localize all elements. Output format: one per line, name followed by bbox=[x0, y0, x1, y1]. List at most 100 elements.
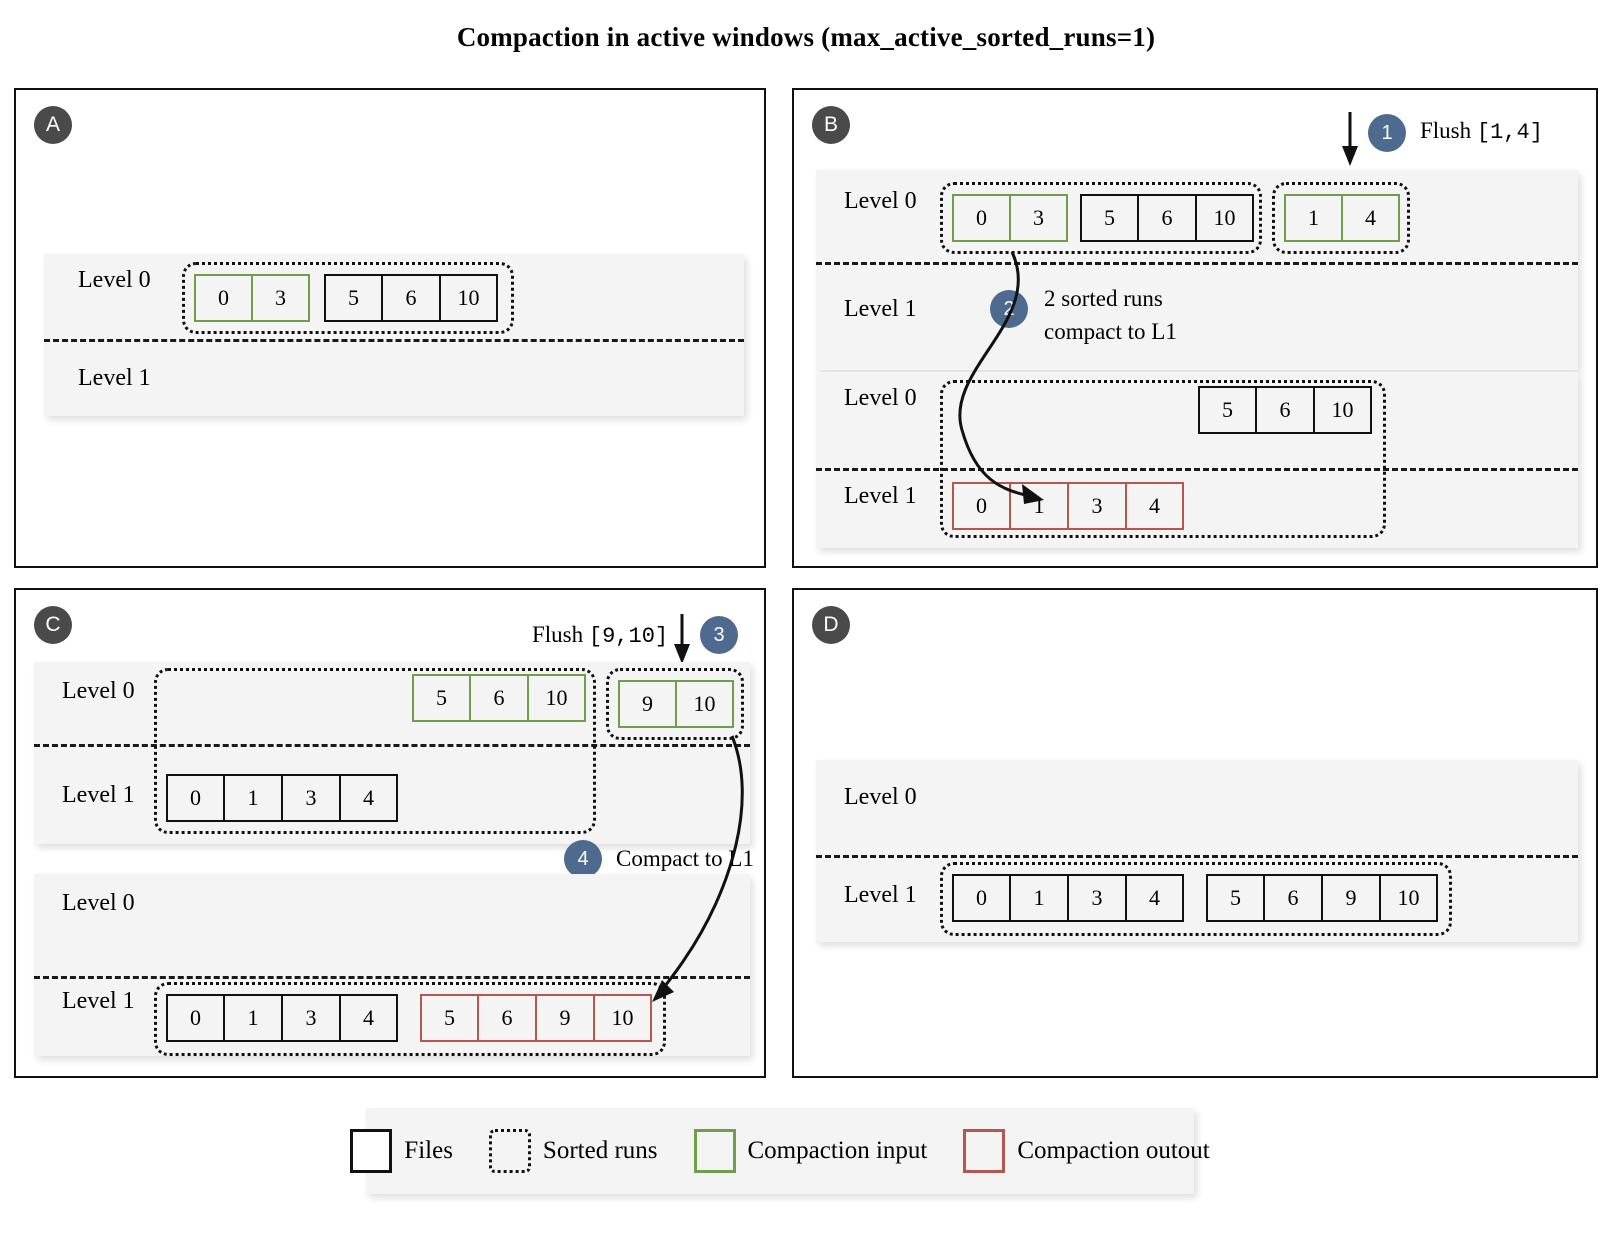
level1-label-a: Level 1 bbox=[78, 365, 151, 391]
file-cell: 1 bbox=[224, 774, 282, 822]
compact-note-2: 2 sorted runs compact to L1 bbox=[1044, 282, 1177, 349]
file-cell: 5 bbox=[324, 274, 382, 322]
file-run-c-bottom-a: 0 1 3 4 bbox=[166, 994, 398, 1042]
panel-c: C Flush [9,10] 3 Level 0 Level 1 5 6 10 … bbox=[14, 588, 766, 1078]
compaction-output-swatch-icon bbox=[963, 1129, 1006, 1173]
flush-range: [9,10] bbox=[588, 624, 669, 649]
file-cell: 9 bbox=[536, 994, 594, 1042]
panel-label-c: C bbox=[34, 606, 72, 644]
panel-b: B 1 Flush [1,4] Level 0 Level 1 0 3 5 6 … bbox=[792, 88, 1598, 568]
file-cell: 10 bbox=[1196, 194, 1254, 242]
file-run-a-black: 5 6 10 bbox=[324, 274, 498, 322]
level0-label-b-bottom: Level 0 bbox=[844, 385, 917, 411]
step-badge-3: 3 bbox=[700, 616, 738, 654]
level-divider-d bbox=[816, 855, 1578, 858]
file-cell: 10 bbox=[1380, 874, 1438, 922]
file-run-b-top-green: 0 3 bbox=[952, 194, 1068, 242]
compaction-input-swatch-icon bbox=[693, 1129, 736, 1173]
panel-label-b: B bbox=[812, 106, 850, 144]
flush-label-1: Flush [1,4] bbox=[1420, 114, 1543, 149]
level1-label-c-bottom: Level 1 bbox=[62, 988, 135, 1014]
file-cell: 0 bbox=[166, 774, 224, 822]
file-cell: 5 bbox=[420, 994, 478, 1042]
file-cell: 0 bbox=[952, 874, 1010, 922]
file-run-b-flushed: 1 4 bbox=[1284, 194, 1400, 242]
file-cell: 10 bbox=[440, 274, 498, 322]
flush-range: [1,4] bbox=[1476, 120, 1543, 145]
level-divider-b-bottom bbox=[816, 468, 1578, 471]
file-cell: 4 bbox=[1126, 482, 1184, 530]
sorted-run-box-c-top bbox=[154, 668, 596, 834]
file-cell: 6 bbox=[382, 274, 440, 322]
file-cell: 6 bbox=[470, 674, 528, 722]
level0-label-d: Level 0 bbox=[844, 784, 917, 810]
file-run-b-top-black: 5 6 10 bbox=[1080, 194, 1254, 242]
file-run-d-a: 0 1 3 4 bbox=[952, 874, 1184, 922]
sorted-run-box-d bbox=[940, 862, 1452, 936]
level0-label-c-top: Level 0 bbox=[62, 678, 135, 704]
level-band-c-bottom bbox=[34, 874, 750, 1056]
file-cell: 10 bbox=[528, 674, 586, 722]
file-cell: 9 bbox=[618, 680, 676, 728]
sorted-run-box-b-top-1 bbox=[940, 182, 1262, 254]
file-cell: 3 bbox=[1068, 874, 1126, 922]
file-cell: 3 bbox=[282, 994, 340, 1042]
file-run-c-top-l0: 5 6 10 bbox=[412, 674, 586, 722]
file-run-c-bottom-b: 5 6 9 10 bbox=[420, 994, 652, 1042]
legend: Files Sorted runs Compaction input Compa… bbox=[350, 1108, 1210, 1194]
file-cell: 6 bbox=[478, 994, 536, 1042]
compact-note-line1: 2 sorted runs bbox=[1044, 286, 1163, 311]
legend-item-compaction-output: Compaction outout bbox=[963, 1129, 1210, 1173]
file-cell: 0 bbox=[952, 194, 1010, 242]
file-cell: 10 bbox=[676, 680, 734, 728]
level1-label-b-bottom: Level 1 bbox=[844, 483, 917, 509]
legend-item-sorted-runs: Sorted runs bbox=[488, 1129, 658, 1173]
sorted-run-box-b-top-2 bbox=[1272, 182, 1410, 254]
file-cell: 5 bbox=[1206, 874, 1264, 922]
file-cell: 6 bbox=[1138, 194, 1196, 242]
file-cell: 4 bbox=[340, 774, 398, 822]
panel-d: D Level 0 Level 1 0 1 3 4 5 6 9 10 bbox=[792, 588, 1598, 1078]
step-badge-2: 2 bbox=[990, 290, 1028, 328]
file-cell: 1 bbox=[1010, 874, 1068, 922]
file-cell: 5 bbox=[412, 674, 470, 722]
file-cell: 6 bbox=[1264, 874, 1322, 922]
level0-label-a: Level 0 bbox=[78, 267, 151, 293]
level-divider-c-bottom bbox=[34, 976, 750, 979]
file-cell: 3 bbox=[282, 774, 340, 822]
panel-label-d: D bbox=[812, 606, 850, 644]
level-divider-a bbox=[44, 339, 744, 342]
files-swatch-icon bbox=[350, 1129, 393, 1173]
file-cell: 1 bbox=[224, 994, 282, 1042]
file-cell: 3 bbox=[252, 274, 310, 322]
level1-label-c-top: Level 1 bbox=[62, 782, 135, 808]
flush-label-3: Flush [9,10] bbox=[532, 618, 668, 653]
file-cell: 5 bbox=[1198, 386, 1256, 434]
file-cell: 5 bbox=[1080, 194, 1138, 242]
flush-text: Flush bbox=[1420, 118, 1472, 143]
level1-label-d: Level 1 bbox=[844, 882, 917, 908]
legend-label: Files bbox=[404, 1137, 453, 1164]
legend-item-compaction-input: Compaction input bbox=[693, 1129, 928, 1173]
file-cell: 4 bbox=[1126, 874, 1184, 922]
file-cell: 6 bbox=[1256, 386, 1314, 434]
level0-label-c-bottom: Level 0 bbox=[62, 890, 135, 916]
sorted-run-box-b-bottom bbox=[940, 380, 1386, 538]
file-cell: 0 bbox=[952, 482, 1010, 530]
legend-item-files: Files bbox=[350, 1129, 453, 1173]
compact-note-line2: compact to L1 bbox=[1044, 319, 1177, 345]
level-divider-b-top bbox=[816, 262, 1578, 265]
file-cell: 4 bbox=[340, 994, 398, 1042]
file-run-c-flushed: 9 10 bbox=[618, 680, 734, 728]
sorted-runs-swatch-icon bbox=[488, 1129, 531, 1173]
file-cell: 3 bbox=[1068, 482, 1126, 530]
file-run-b-bottom-l1: 0 1 3 4 bbox=[952, 482, 1184, 530]
file-cell: 10 bbox=[1314, 386, 1372, 434]
file-run-b-bottom-l0: 5 6 10 bbox=[1198, 386, 1372, 434]
legend-label: Compaction input bbox=[747, 1137, 928, 1164]
step-badge-1: 1 bbox=[1368, 114, 1406, 152]
compact-note-4: Compact to L1 bbox=[616, 846, 754, 871]
step-badge-4: 4 bbox=[564, 840, 602, 878]
level-divider-c-top bbox=[34, 744, 750, 747]
file-cell: 0 bbox=[166, 994, 224, 1042]
